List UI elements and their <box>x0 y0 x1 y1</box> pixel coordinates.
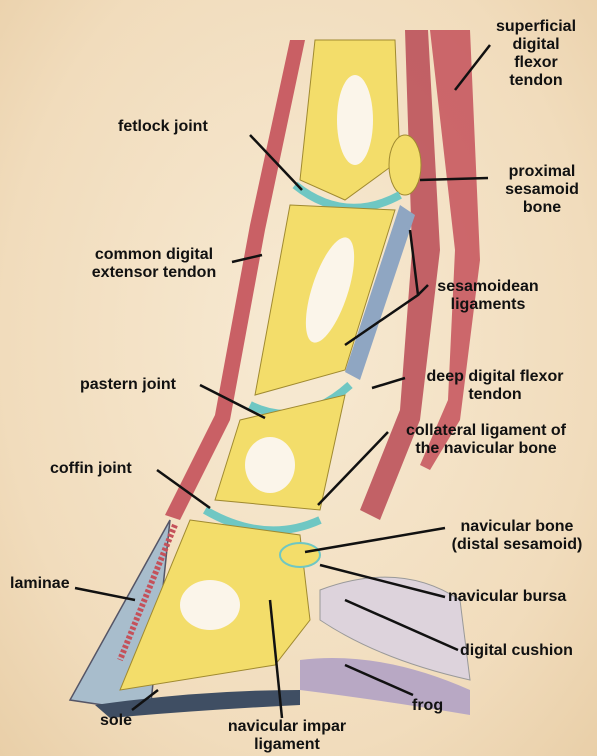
short-pastern-marrow <box>245 437 295 493</box>
label-proximal-sesamoid-bone: proximal sesamoid bone <box>488 163 596 217</box>
label-line: (distal sesamoid) <box>442 536 592 554</box>
label-line: proximal <box>488 163 596 181</box>
label-line: navicular impar <box>212 718 362 736</box>
label-common-digital-extensor-tendon: common digital extensor tendon <box>74 246 234 282</box>
leader-laminae <box>75 588 135 600</box>
label-deep-digital-flexor-tendon: deep digital flexor tendon <box>405 368 585 404</box>
label-line: bone <box>488 199 596 217</box>
label-line: navicular bone <box>442 518 592 536</box>
label-navicular-bursa: navicular bursa <box>448 588 566 606</box>
label-line: ligaments <box>428 296 548 314</box>
label-navicular-impar-ligament: navicular impar ligament <box>212 718 362 754</box>
label-line: superficial <box>476 18 596 36</box>
label-fetlock-joint: fetlock joint <box>118 118 208 136</box>
label-line: collateral ligament of <box>386 422 586 440</box>
proximal-sesamoid-shape <box>389 135 421 195</box>
label-sesamoidean-ligaments: sesamoidean ligaments <box>428 278 548 314</box>
label-navicular-bone: navicular bone (distal sesamoid) <box>442 518 592 554</box>
label-sole: sole <box>100 712 132 730</box>
leader-navicular-bone <box>305 528 445 552</box>
label-line: common digital <box>74 246 234 264</box>
coffin-marrow <box>180 580 240 630</box>
label-line: sesamoid <box>488 181 596 199</box>
label-coffin-joint: coffin joint <box>50 460 132 478</box>
label-frog: frog <box>412 697 443 715</box>
label-line: digital <box>476 36 596 54</box>
label-digital-cushion: digital cushion <box>460 642 573 660</box>
label-collateral-ligament: collateral ligament of the navicular bon… <box>386 422 586 458</box>
leader-deep-flexor <box>372 378 405 388</box>
label-line: tendon <box>476 72 596 90</box>
label-superficial-digital-flexor-tendon: superficial digital flexor tendon <box>476 18 596 90</box>
label-pastern-joint: pastern joint <box>80 376 176 394</box>
cannon-marrow <box>337 75 373 165</box>
label-laminae: laminae <box>10 575 70 593</box>
label-line: extensor tendon <box>74 264 234 282</box>
label-line: tendon <box>405 386 585 404</box>
navicular-bone-shape <box>280 543 320 567</box>
label-line: ligament <box>212 736 362 754</box>
label-line: deep digital flexor <box>405 368 585 386</box>
label-line: the navicular bone <box>386 440 586 458</box>
label-line: sesamoidean <box>428 278 548 296</box>
label-line: flexor <box>476 54 596 72</box>
